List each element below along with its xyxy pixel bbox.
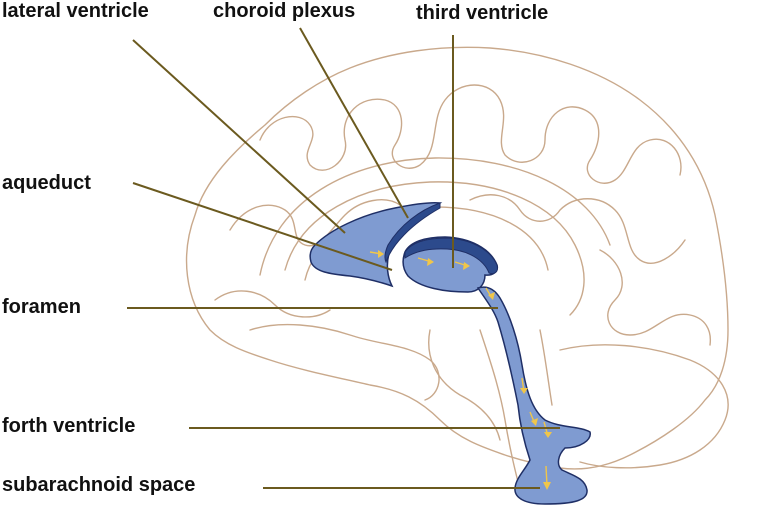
pons-curve xyxy=(428,329,501,441)
temporal-gyri xyxy=(249,323,440,401)
label-forth-ventricle: forth ventricle xyxy=(2,415,136,437)
brain-outline xyxy=(185,46,729,470)
label-third-ventricle: third ventricle xyxy=(416,2,549,24)
gyri-middle xyxy=(229,194,686,264)
label-lateral-ventricle: lateral ventricle xyxy=(2,0,149,22)
cerebellum-outline xyxy=(559,344,729,469)
gyri-lower xyxy=(214,249,712,346)
label-foramen: foramen xyxy=(2,296,81,318)
aqueduct-fourth-ventricle-shape xyxy=(476,286,591,505)
label-choroid-plexus: choroid plexus xyxy=(213,0,356,22)
third-ventricle-plexus xyxy=(404,237,498,275)
leader-choroid-plexus xyxy=(299,27,409,219)
label-aqueduct: aqueduct xyxy=(2,172,91,194)
gyri-top xyxy=(259,84,682,184)
cingulate-arc xyxy=(259,157,611,276)
choroid-plexus-shape xyxy=(384,202,441,264)
label-subarachnoid-space: subarachnoid space xyxy=(2,474,196,496)
brainstem-outline xyxy=(479,329,553,491)
csf-flow-arrows xyxy=(369,250,552,490)
leader-lateral-ventricle xyxy=(132,39,346,234)
leader-aqueduct xyxy=(132,182,393,271)
corpus-callosum-arc xyxy=(284,181,585,316)
